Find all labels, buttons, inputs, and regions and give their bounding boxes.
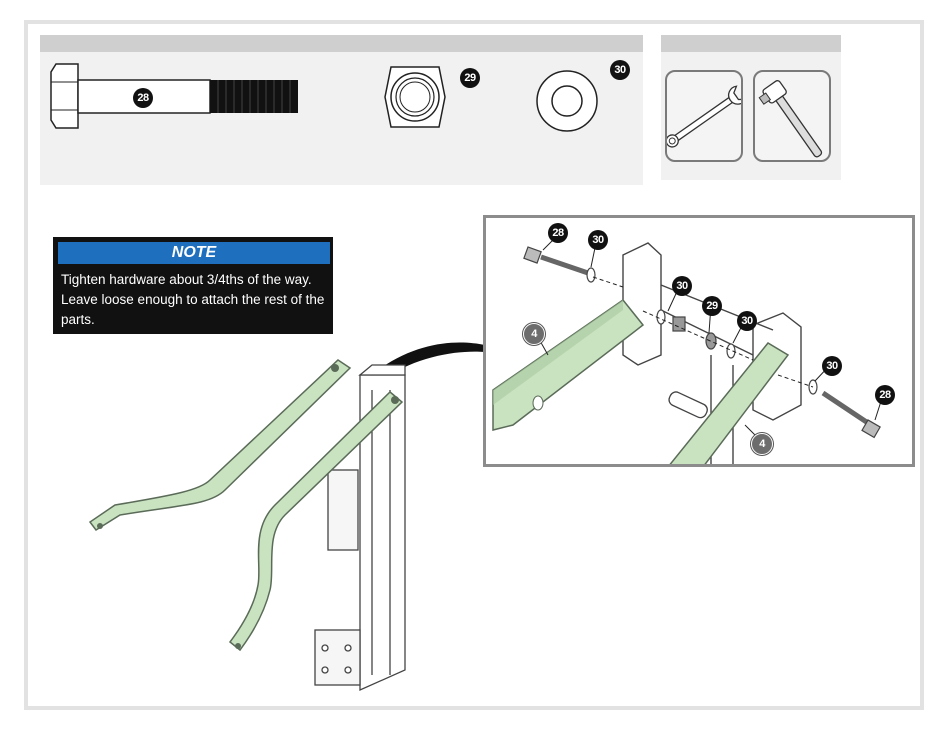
detail-left-arm: [493, 300, 643, 430]
callout-bolt-right: 28: [875, 385, 895, 405]
nut-callout: 29: [460, 68, 480, 88]
callout-washer-right-outer: 30: [822, 356, 842, 376]
detail-right-bolt: [809, 380, 880, 437]
socket-wrench-icon: [753, 70, 831, 162]
left-arm: [90, 360, 350, 530]
note-title: NOTE: [58, 242, 330, 264]
note-text: Tighten hardware about 3/4ths of the way…: [61, 270, 331, 330]
tools-panel: [661, 35, 841, 180]
upright-frame: [315, 365, 405, 690]
detail-illustration: [483, 215, 915, 467]
hardware-illustration: [40, 35, 643, 185]
detail-box: 28 30 30 29 30 30 28 4 4: [483, 215, 915, 467]
washer-callout: 30: [610, 60, 630, 80]
hardware-panel: 28 29 30: [40, 35, 643, 185]
left-bracket: [623, 243, 661, 365]
callout-arm-right: 4: [751, 433, 773, 455]
nut: [385, 67, 445, 127]
bolt-callout: 28: [133, 88, 153, 108]
callout-washer-left: 30: [588, 230, 608, 250]
bolt-head: [51, 64, 78, 128]
callout-washer-mid: 30: [672, 276, 692, 296]
callout-nut: 29: [702, 296, 722, 316]
washer: [537, 71, 597, 131]
tools-panel-header: [661, 35, 841, 52]
bolt-thread: [210, 80, 298, 113]
main-assembly-illustration: [60, 330, 490, 700]
wrench-icon: [665, 70, 743, 162]
note-box: NOTE Tighten hardware about 3/4ths of th…: [53, 237, 333, 334]
callout-washer-right-inner: 30: [737, 311, 757, 331]
detail-left-bolt: [524, 247, 595, 282]
callout-bolt-left: 28: [548, 223, 568, 243]
callout-arm-left: 4: [523, 323, 545, 345]
